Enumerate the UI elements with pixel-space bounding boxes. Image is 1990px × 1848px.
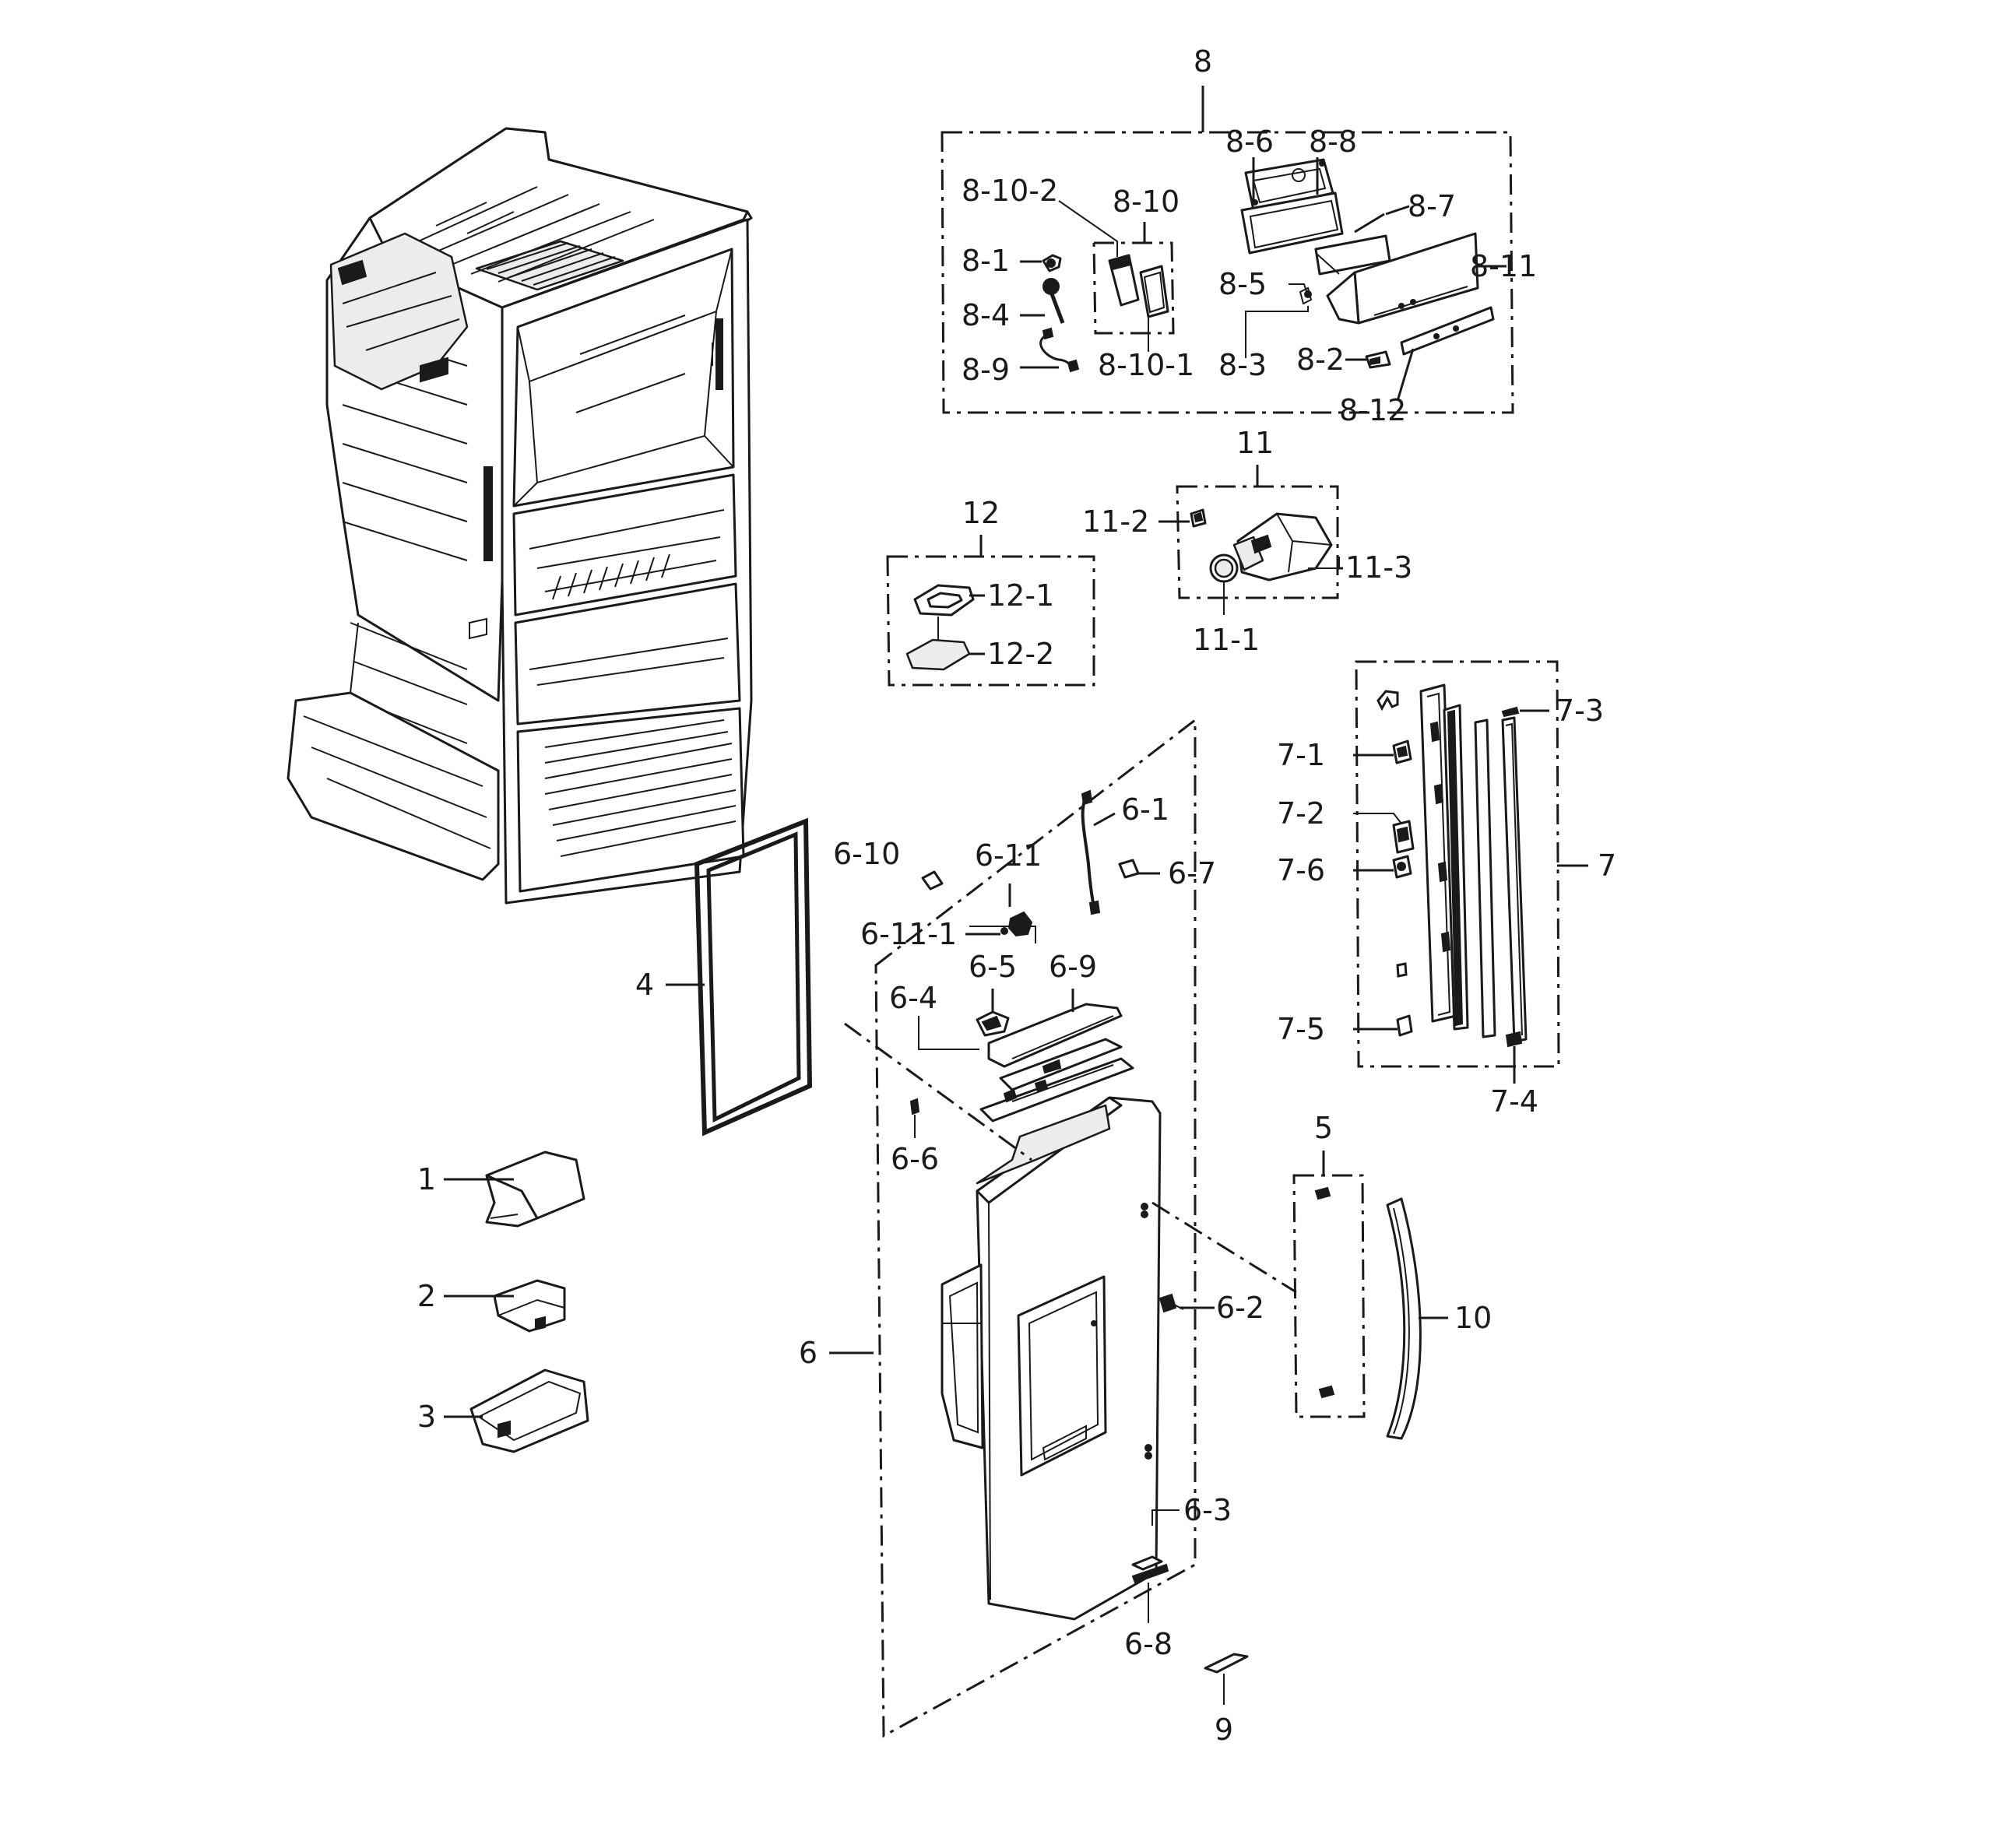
alignment-line-handle — [1151, 1201, 1297, 1294]
label-11-2: 11-2 — [1082, 504, 1149, 539]
group-7-boundary — [1355, 660, 1560, 1068]
label-8-1: 8-1 — [962, 244, 1010, 278]
door-gasket — [694, 817, 813, 1137]
label-4: 4 — [635, 968, 654, 1002]
label-11: 11 — [1236, 426, 1274, 460]
label-7-1: 7-1 — [1277, 738, 1325, 772]
refrigerator-cabinet — [287, 127, 753, 905]
label-1: 1 — [417, 1162, 436, 1196]
label-6-5: 6-5 — [969, 950, 1017, 984]
door-bin-3 — [469, 1368, 589, 1453]
label-6-7: 6-7 — [1168, 856, 1216, 891]
label-7-2: 7-2 — [1277, 796, 1325, 831]
label-6-9: 6-9 — [1049, 950, 1097, 984]
label-2: 2 — [417, 1279, 436, 1313]
door-bin-2 — [493, 1279, 566, 1333]
label-8-4: 8-4 — [962, 298, 1010, 332]
group-11-boundary — [1176, 485, 1339, 599]
door-bin-1 — [485, 1151, 585, 1228]
alignment-line-hinge — [844, 1022, 1032, 1161]
label-9: 9 — [1215, 1713, 1233, 1747]
group-8-10-boundary — [1092, 241, 1175, 335]
label-8-8: 8-8 — [1309, 125, 1357, 159]
group-8-boundary — [941, 131, 1514, 414]
label-5: 5 — [1314, 1111, 1333, 1145]
label-12-1: 12-1 — [987, 578, 1054, 613]
label-6-4: 6-4 — [889, 981, 937, 1015]
group-5-boundary — [1292, 1174, 1366, 1418]
label-7-6: 7-6 — [1277, 853, 1325, 887]
label-8-9: 8-9 — [962, 353, 1010, 387]
label-8-5: 8-5 — [1218, 267, 1267, 301]
label-8-11: 8-11 — [1470, 249, 1537, 283]
label-7-3: 7-3 — [1556, 694, 1604, 728]
label-6: 6 — [799, 1336, 817, 1370]
label-6-11: 6-11 — [975, 838, 1042, 873]
label-8-3: 8-3 — [1218, 348, 1267, 382]
label-8-10-2: 8-10-2 — [962, 174, 1058, 208]
label-12: 12 — [962, 496, 1000, 530]
label-12-2: 12-2 — [987, 637, 1054, 671]
label-11-1: 11-1 — [1193, 623, 1260, 657]
label-8-12: 8-12 — [1339, 393, 1406, 427]
label-8: 8 — [1194, 44, 1212, 79]
label-6-2: 6-2 — [1216, 1291, 1264, 1325]
label-7-5: 7-5 — [1277, 1012, 1325, 1046]
label-6-10: 6-10 — [833, 837, 900, 871]
label-8-2: 8-2 — [1296, 343, 1345, 377]
label-11-3: 11-3 — [1345, 550, 1412, 585]
label-8-6: 8-6 — [1225, 125, 1274, 159]
label-6-1: 6-1 — [1121, 792, 1169, 827]
label-8-10-1: 8-10-1 — [1098, 348, 1194, 382]
label-7: 7 — [1598, 848, 1616, 883]
group-12-boundary — [886, 555, 1095, 687]
label-7-4: 7-4 — [1490, 1084, 1538, 1119]
label-8-7: 8-7 — [1408, 189, 1456, 223]
label-6-6: 6-6 — [891, 1142, 939, 1176]
label-6-3: 6-3 — [1183, 1493, 1232, 1527]
label-6-11-1: 6-11-1 — [860, 917, 957, 951]
label-10: 10 — [1454, 1301, 1492, 1335]
label-6-8: 6-8 — [1124, 1627, 1173, 1661]
label-3: 3 — [417, 1400, 436, 1434]
label-8-10: 8-10 — [1113, 184, 1180, 219]
